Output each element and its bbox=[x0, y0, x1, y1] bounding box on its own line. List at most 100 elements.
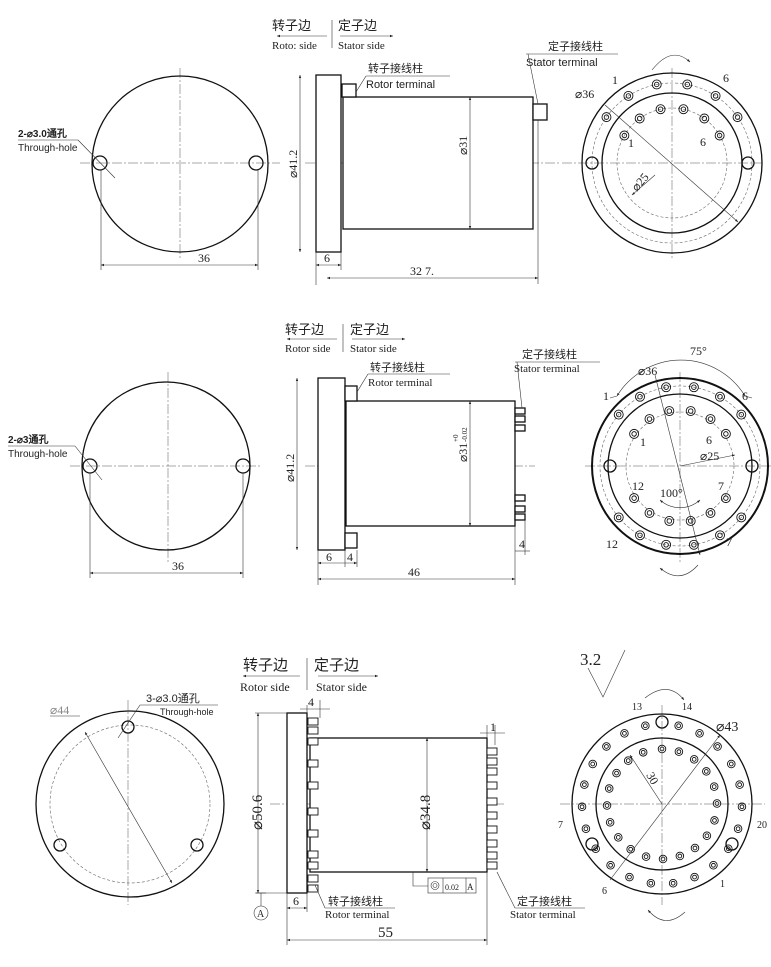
terminal-pin bbox=[307, 781, 319, 790]
dim-flange-thk: 6 bbox=[324, 251, 330, 265]
hole-label-en: Through-hole bbox=[18, 143, 78, 154]
terminal-hole bbox=[593, 846, 599, 852]
terminal-hole bbox=[709, 861, 718, 870]
terminal-hole bbox=[660, 856, 666, 862]
terminal-hole bbox=[664, 516, 675, 526]
rotor-side-en: Rotor side bbox=[285, 343, 331, 355]
terminal-hole bbox=[720, 428, 731, 439]
terminal-hole bbox=[625, 872, 634, 882]
terminal-hole bbox=[712, 818, 717, 823]
terminal-pin bbox=[486, 767, 498, 776]
stator-side-cn: 定子边 bbox=[314, 656, 359, 674]
terminal-hole bbox=[707, 416, 714, 422]
dim-flange-thk: 6 bbox=[293, 894, 299, 908]
terminal-pin bbox=[307, 717, 319, 726]
terminal-hole bbox=[711, 784, 717, 789]
rotor-terminals bbox=[307, 717, 319, 893]
rotation-arrow-icon bbox=[644, 689, 685, 701]
terminal-hole bbox=[676, 723, 681, 729]
rotation-arrow-icon bbox=[651, 54, 691, 71]
pin-label: 7 bbox=[558, 820, 563, 831]
terminal-hole bbox=[638, 748, 648, 757]
terminal-hole bbox=[663, 542, 669, 548]
terminal-hole bbox=[623, 90, 634, 101]
dim-stator-pin: 4 bbox=[519, 537, 525, 551]
terminal-hole bbox=[713, 742, 722, 751]
terminal-hole bbox=[627, 874, 632, 880]
terminal-hole bbox=[604, 784, 614, 793]
terminal-hole bbox=[705, 414, 716, 424]
terminal-hole bbox=[657, 744, 667, 754]
terminal-hole bbox=[692, 845, 698, 851]
terminal-hole bbox=[659, 746, 665, 752]
terminal-hole bbox=[646, 878, 656, 888]
pcd-label: ⌀44 bbox=[50, 703, 69, 717]
terminal-hole bbox=[699, 113, 710, 124]
rotor-terminal-cn: 转子接线柱 bbox=[328, 894, 383, 908]
terminal-hole bbox=[631, 495, 637, 501]
terminal-hole bbox=[702, 767, 711, 776]
terminal-hole bbox=[590, 761, 596, 767]
stator-terminal-en: Stator terminal bbox=[526, 57, 598, 69]
terminal-hole bbox=[675, 851, 685, 861]
terminal-hole bbox=[680, 106, 687, 112]
terminal-pin bbox=[307, 829, 319, 838]
terminal-hole bbox=[625, 93, 632, 99]
terminal-hole bbox=[736, 409, 747, 420]
tolerance-frame: 0.02 A bbox=[412, 872, 477, 894]
terminal-hole bbox=[641, 852, 651, 861]
terminal-hole bbox=[703, 769, 709, 774]
pin-label: 7 bbox=[726, 535, 732, 549]
pcd-outer-label: ⌀36 bbox=[638, 364, 657, 378]
dim-length: 55 bbox=[378, 925, 393, 941]
terminal-hole bbox=[733, 824, 743, 833]
terminal-hole bbox=[715, 530, 725, 541]
terminal-hole bbox=[607, 819, 613, 825]
terminal-hole bbox=[588, 759, 597, 769]
pin-label: 12 bbox=[606, 537, 618, 551]
terminal-hole bbox=[715, 391, 725, 402]
terminal-hole bbox=[739, 804, 745, 810]
dim-width: 36 bbox=[172, 559, 184, 573]
terminal-hole bbox=[583, 826, 589, 832]
through-hole bbox=[190, 838, 204, 852]
terminal-hole bbox=[629, 428, 640, 439]
terminal-hole bbox=[691, 542, 697, 548]
stator-terminal-en: Stator terminal bbox=[510, 909, 576, 921]
terminal-hole bbox=[717, 394, 723, 400]
terminal-hole bbox=[637, 532, 643, 538]
terminal-hole bbox=[648, 880, 654, 886]
terminal-hole bbox=[688, 382, 699, 393]
pin-label: 13 bbox=[632, 702, 642, 713]
row3: ⌀44 3-⌀3.0通孔 Through-hole 转子边 定子边 Rotor … bbox=[35, 649, 767, 945]
stator-side-en: Stator side bbox=[338, 40, 385, 52]
terminal-hole bbox=[635, 530, 645, 541]
terminal-hole bbox=[616, 411, 622, 418]
terminal-hole bbox=[689, 755, 699, 764]
row1-back-view: ⌀36 ⌀25 1 6 1 6 bbox=[562, 54, 763, 258]
row3-header: 转子边 定子边 Rotor side Stator side bbox=[240, 656, 378, 694]
terminal-hole bbox=[613, 409, 624, 420]
pin-label: 20 bbox=[757, 820, 767, 831]
roughness-value: 3.2 bbox=[580, 650, 601, 669]
terminal-hole bbox=[674, 747, 684, 756]
pin-label: 6 bbox=[700, 135, 706, 149]
terminal-hole bbox=[621, 132, 628, 139]
row2-back-view: 75° 100° ⌀36 ⌀25 1 6 1 6 12 7 12 7 bbox=[585, 344, 771, 577]
terminal-hole bbox=[604, 744, 609, 749]
terminal-hole bbox=[734, 114, 741, 120]
pin-label: 1 bbox=[720, 879, 725, 890]
terminal-hole bbox=[737, 782, 742, 787]
terminal-hole bbox=[725, 846, 731, 852]
terminal-hole bbox=[606, 786, 612, 791]
terminal-hole bbox=[710, 816, 719, 825]
rotor-side-en: Rotor side bbox=[240, 680, 290, 694]
terminal-hole bbox=[646, 510, 653, 516]
terminal-hole bbox=[641, 721, 650, 730]
dim-width: 36 bbox=[198, 251, 210, 265]
rotor-side-cn: 转子边 bbox=[272, 19, 311, 34]
pin-label: 6 bbox=[723, 71, 729, 85]
terminal-hole bbox=[643, 723, 648, 729]
terminal-hole bbox=[690, 843, 700, 853]
terminal-pin bbox=[307, 884, 319, 893]
